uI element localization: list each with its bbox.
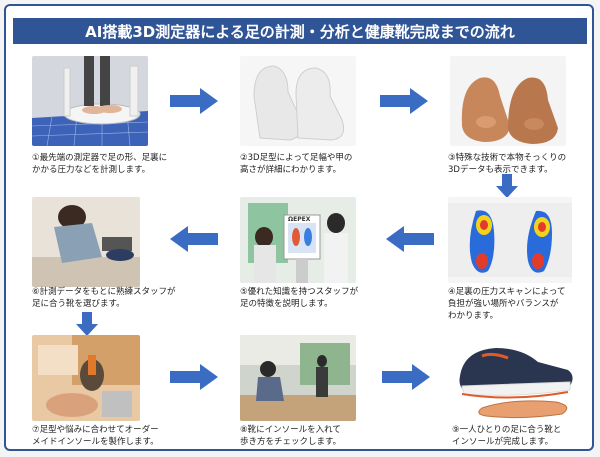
arrow-right-2: [380, 88, 428, 114]
arrow-right-3: [170, 364, 218, 390]
pressure-heatmap-illustration: [448, 197, 572, 283]
photo-finished-shoe: [452, 336, 578, 420]
title-banner: AI搭載3D測定器による足の計測・分析と健康靴完成までの流れ: [13, 18, 587, 44]
arrow-left-1: [170, 226, 218, 252]
photo-staff-explaining: ΩEPEX: [240, 197, 356, 283]
insole-making-illustration: [32, 335, 140, 421]
step-5-caption: ⑤優れた知識を持つスタッフが 足の特徴を説明します。: [240, 287, 359, 309]
photo-walking-check: [240, 335, 356, 421]
photo-insole-making: [32, 335, 140, 421]
shoe-and-insole-illustration: [452, 336, 578, 420]
page-title: AI搭載3D測定器による足の計測・分析と健康靴完成までの流れ: [85, 22, 515, 41]
realistic-foot-illustration: [450, 56, 566, 146]
photo-measuring-device: [32, 56, 148, 146]
white-foot-model-illustration: [240, 56, 356, 146]
arrow-down-1: [496, 174, 518, 198]
arrow-left-2: [386, 226, 434, 252]
step-4-caption: ④足裏の圧力スキャンによって 負担が強い場所やバランスが わかります。: [448, 287, 566, 321]
step-9-caption: ⑨一人ひとりの足に合う靴と インソールが完成します。: [452, 425, 562, 447]
walking-check-illustration: [240, 335, 356, 421]
step-3-caption: ③特殊な技術で本物そっくりの 3Dデータも表示できます。: [448, 153, 567, 175]
photo-3d-foot-model: [240, 56, 356, 146]
step-7-caption: ⑦足型や悩みに合わせてオーダー メイドインソールを製作します。: [32, 425, 159, 447]
step-6-caption: ⑥計測データをもとに熟練スタッフが 足に合う靴を選びます。: [32, 287, 176, 309]
kiosk-brand-logo: ΩEPEX: [288, 216, 311, 223]
arrow-right-1: [170, 88, 218, 114]
staff-explaining-illustration: [240, 197, 356, 283]
photo-staff-fitting: [32, 197, 140, 287]
step-8-caption: ⑧靴にインソールを入れて 歩き方をチェックします。: [240, 425, 342, 447]
step-2-caption: ②3D足型によって足幅や甲の 高さが詳細にわかります。: [240, 153, 353, 175]
measuring-device-illustration: [32, 56, 148, 146]
step-1-caption: ①最先端の測定器で足の形、足裏に かかる圧力などを計測します。: [32, 153, 168, 175]
photo-pressure-scan: [448, 197, 572, 283]
staff-fitting-illustration: [32, 197, 140, 287]
arrow-right-4: [382, 364, 430, 390]
photo-realistic-3d-foot: [450, 56, 566, 146]
arrow-down-2: [76, 312, 98, 336]
